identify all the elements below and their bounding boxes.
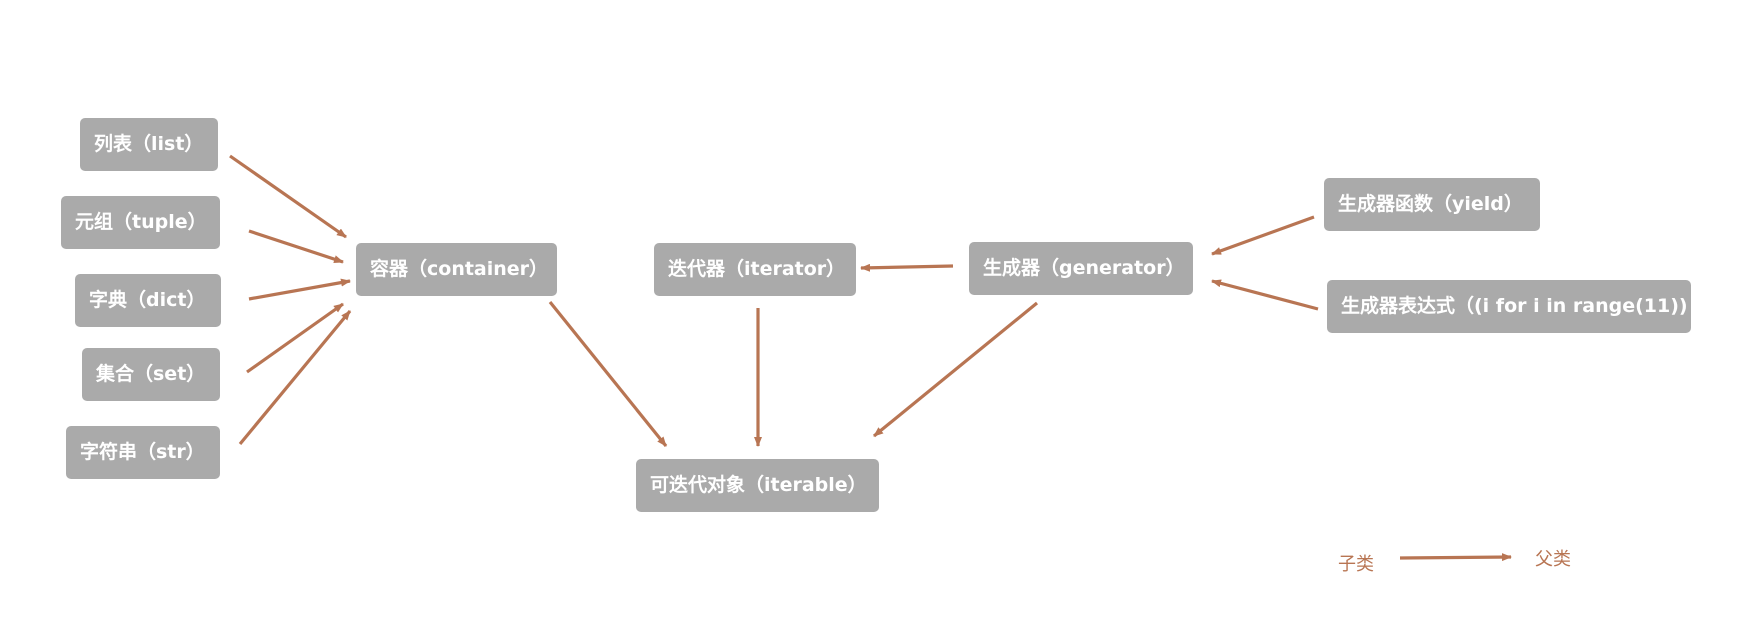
node-iterable: 可迭代对象（iterable） (636, 459, 879, 512)
node-generator-expression: 生成器表达式（(i for i in range(11)) (1327, 280, 1691, 333)
edge-tuple-to-container (248, 229, 344, 264)
edge-generator-to-iterable (872, 301, 1039, 438)
node-generator-function: 生成器函数（yield） (1324, 178, 1540, 231)
edge-generator-function-to-generator (1211, 215, 1315, 256)
edge-generator-expression-to-generator (1211, 279, 1319, 311)
edge-set-to-container (246, 302, 344, 374)
legend-parent-label: 父类 (1535, 549, 1571, 570)
legend-arrow (1399, 553, 1512, 562)
edge-generator-to-iterator (860, 263, 954, 272)
node-container: 容器（container） (356, 243, 557, 296)
edge-container-to-iterable (548, 300, 668, 448)
node-iterator: 迭代器（iterator） (654, 243, 856, 296)
node-set: 集合（set） (82, 348, 220, 401)
edge-list-to-container (229, 154, 347, 239)
node-generator: 生成器（generator） (969, 242, 1193, 295)
node-list: 列表（list） (80, 118, 218, 171)
edge-str-to-container (238, 309, 352, 446)
node-dict: 字典（dict） (75, 274, 221, 327)
node-tuple: 元组（tuple） (61, 196, 220, 249)
edge-dict-to-container (248, 278, 351, 301)
node-str: 字符串（str） (66, 426, 220, 479)
legend-subclass-label: 子类 (1338, 554, 1374, 575)
